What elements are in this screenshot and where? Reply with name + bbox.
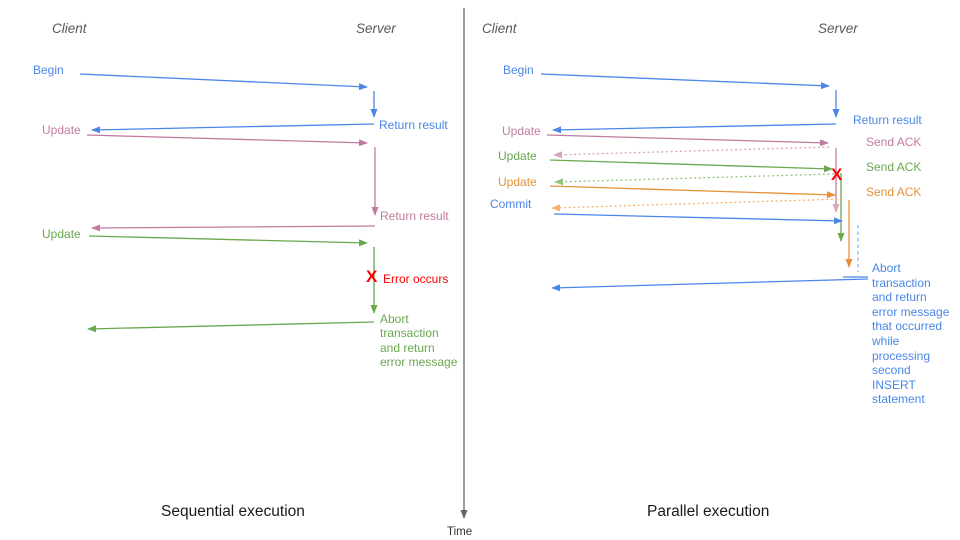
par-send-ack-1-line [553,146,830,159]
par-begin-label: Begin [503,63,534,77]
par-send-ack-1-label: Send ACK [866,135,922,149]
par-error-x-icon: X [831,165,843,184]
par-begin-request-line [540,73,830,90]
time-axis-label: Time [447,526,473,538]
par-abort-return-line [551,278,869,292]
par-diagram-title: Parallel execution [647,503,770,520]
par-update-1-label: Update [502,124,541,138]
seq-error-occurs-label: Error occurs [383,272,449,286]
seq-return-result-2-label: Return result [380,209,449,223]
par-send-ack-3-label: Send ACK [866,185,922,199]
seq-update-2-label: Update [42,227,81,241]
par-send-ack-2-label: Send ACK [866,160,922,174]
seq-update-1-label: Update [42,123,81,137]
par-return-result-label: Return result [853,113,922,127]
par-update-3-label: Update [498,175,537,189]
par-update-2-label: Update [498,149,537,163]
par-update-3-request-line [549,185,836,199]
par-server-header: Server [818,21,858,36]
seq-diagram-title: Sequential execution [161,503,305,520]
par-update-1-request-line [546,134,829,147]
seq-return-result-2-line [91,224,376,232]
par-abort-message: Abort transaction and return error messa… [872,261,950,407]
seq-update-1-request-line [86,134,368,147]
par-send-ack-3-line [551,198,843,212]
seq-return-result-1-line [91,123,375,134]
par-client-header: Client [482,21,517,36]
seq-client-header: Client [52,21,87,36]
par-send-ack-2-line [554,173,835,186]
sequential-arrows [79,73,379,333]
seq-error-x-icon: X [366,267,378,286]
seq-begin-request-line [79,73,368,91]
seq-begin-label: Begin [33,63,64,77]
par-commit-request-line [553,213,843,225]
seq-update-2-request-line [88,235,368,247]
par-commit-label: Commit [490,197,532,211]
parallel-arrows [540,73,869,292]
par-update-2-request-line [549,159,833,173]
seq-return-result-1-label: Return result [379,118,448,132]
seq-abort-message: Abort transaction and return error messa… [380,312,458,369]
par-return-result-line [552,123,837,134]
seq-server-header: Server [356,21,396,36]
seq-abort-return-line [87,321,375,333]
